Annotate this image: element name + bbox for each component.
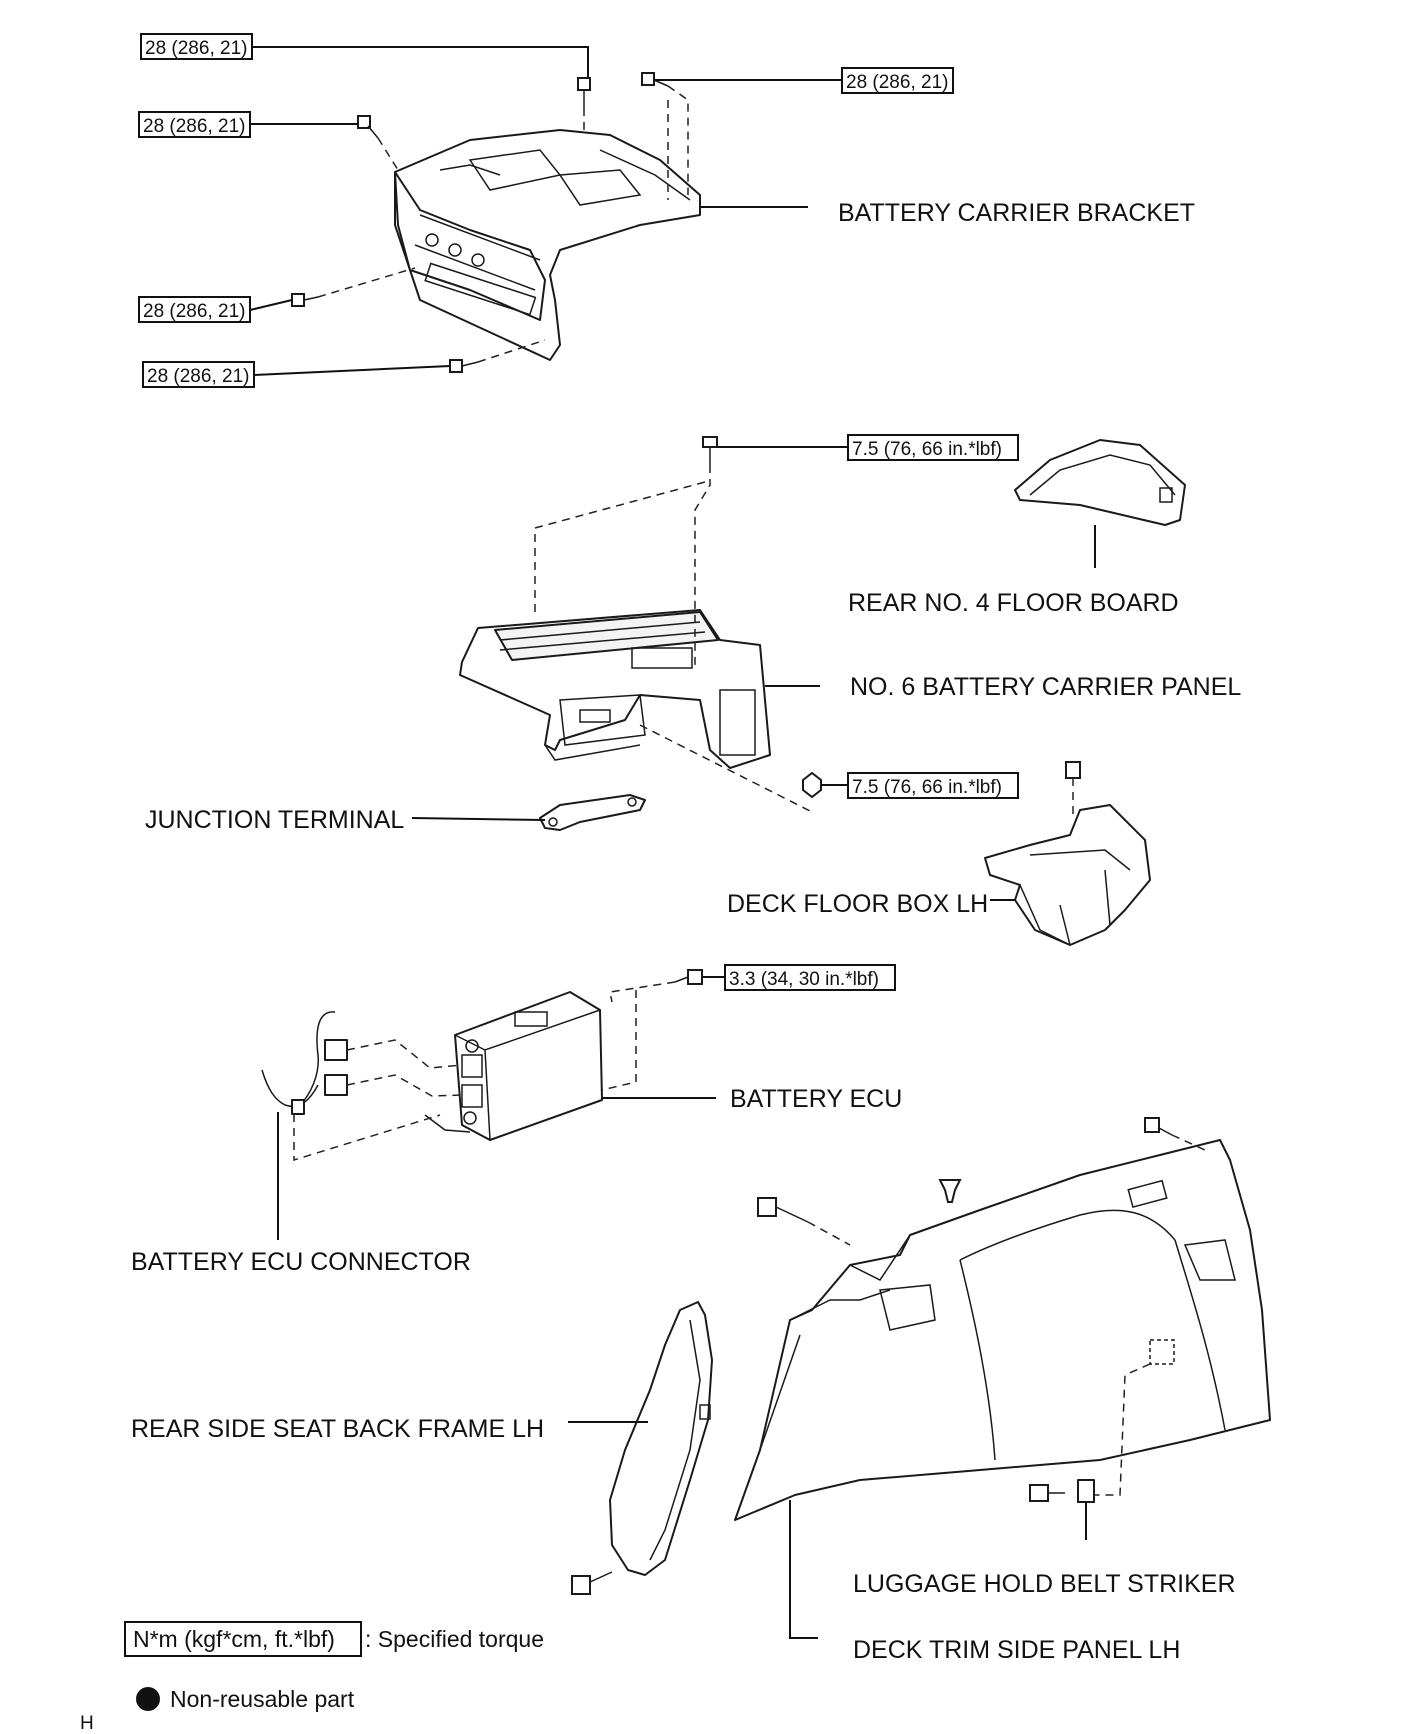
- legend-torque-unit: N*m (kgf*cm, ft.*lbf): [133, 1626, 335, 1652]
- torque-box-bracket-mid-left: 28 (286, 21): [138, 296, 251, 323]
- torque-label: 28 (286, 21): [147, 366, 249, 387]
- rear-no4-floor-board-drawing: [1014, 439, 1186, 526]
- label-deck-trim-side-panel-lh: DECK TRIM SIDE PANEL LH: [853, 1636, 1180, 1664]
- battery-carrier-bracket-drawing: [394, 129, 701, 361]
- luggage-hold-belt-striker-drawing: [1029, 1479, 1095, 1503]
- bracket-bolt-mid-left: [291, 293, 319, 307]
- junction-terminal-drawing: [539, 794, 646, 831]
- torque-box-ecu-bolt: 3.3 (34, 30 in.*lbf): [724, 964, 896, 991]
- label-no6-battery-carrier-panel: NO. 6 BATTERY CARRIER PANEL: [850, 673, 1241, 701]
- torque-box-bracket-upper-left: 28 (286, 21): [138, 111, 251, 138]
- torque-label: 28 (286, 21): [143, 301, 245, 322]
- torque-label: 28 (286, 21): [143, 116, 245, 137]
- torque-label: 7.5 (76, 66 in.*lbf): [852, 439, 1002, 460]
- label-battery-ecu: BATTERY ECU: [730, 1085, 902, 1113]
- label-battery-carrier-bracket: BATTERY CARRIER BRACKET: [838, 199, 1195, 227]
- ecu-bolt: [674, 969, 703, 985]
- trim-bolt-top-right: [1144, 1117, 1173, 1136]
- torque-label: 28 (286, 21): [846, 72, 948, 93]
- non-reusable-dot-icon: [136, 1687, 160, 1711]
- deck-floor-box-lh-drawing: [984, 761, 1151, 946]
- battery-ecu-drawing: [454, 991, 603, 1141]
- trim-bolt-left: [757, 1197, 809, 1223]
- label-junction-terminal: JUNCTION TERMINAL: [145, 806, 404, 834]
- panel-bolt-top: [702, 436, 718, 465]
- label-battery-ecu-connector: BATTERY ECU CONNECTOR: [131, 1248, 471, 1276]
- bracket-bolt-lower-left: [449, 359, 479, 373]
- battery-ecu-connector-drawing: [261, 1011, 471, 1133]
- bracket-bolt-upper-left: [357, 115, 379, 139]
- corner-mark: H: [80, 1713, 94, 1734]
- torque-box-bracket-top-right: 28 (286, 21): [841, 67, 954, 94]
- legend-torque-text: : Specified torque: [365, 1626, 544, 1652]
- legend-non-reusable: Non-reusable part: [136, 1686, 355, 1712]
- label-deck-floor-box-lh: DECK FLOOR BOX LH: [727, 890, 988, 918]
- torque-label: 3.3 (34, 30 in.*lbf): [729, 969, 879, 990]
- torque-box-panel-top: 7.5 (76, 66 in.*lbf): [847, 434, 1019, 461]
- no6-battery-carrier-panel-drawing: [459, 609, 771, 769]
- torque-box-bracket-top-left: 28 (286, 21): [140, 33, 253, 60]
- label-rear-side-seat-back-frame-lh: REAR SIDE SEAT BACK FRAME LH: [131, 1415, 544, 1443]
- torque-label: 28 (286, 21): [145, 38, 247, 59]
- panel-nut: [802, 771, 822, 799]
- torque-box-bracket-lower-left: 28 (286, 21): [142, 361, 255, 388]
- label-rear-no4-floor-board: REAR NO. 4 FLOOR BOARD: [848, 589, 1179, 617]
- seat-frame-bolt: [571, 1571, 613, 1595]
- deck-trim-side-panel-lh-drawing: [734, 1139, 1271, 1521]
- label-luggage-hold-belt-striker: LUGGAGE HOLD BELT STRIKER: [853, 1570, 1236, 1598]
- torque-label: 7.5 (76, 66 in.*lbf): [852, 777, 1002, 798]
- bracket-bolt-top: [577, 77, 591, 108]
- trim-clip-top: [938, 1179, 962, 1203]
- torque-box-panel-nut: 7.5 (76, 66 in.*lbf): [847, 772, 1019, 799]
- legend-nonreusable-text: Non-reusable part: [170, 1686, 355, 1712]
- rear-side-seat-back-frame-lh-drawing: [609, 1301, 713, 1576]
- legend-specified-torque: N*m (kgf*cm, ft.*lbf) : Specified torque: [124, 1621, 544, 1657]
